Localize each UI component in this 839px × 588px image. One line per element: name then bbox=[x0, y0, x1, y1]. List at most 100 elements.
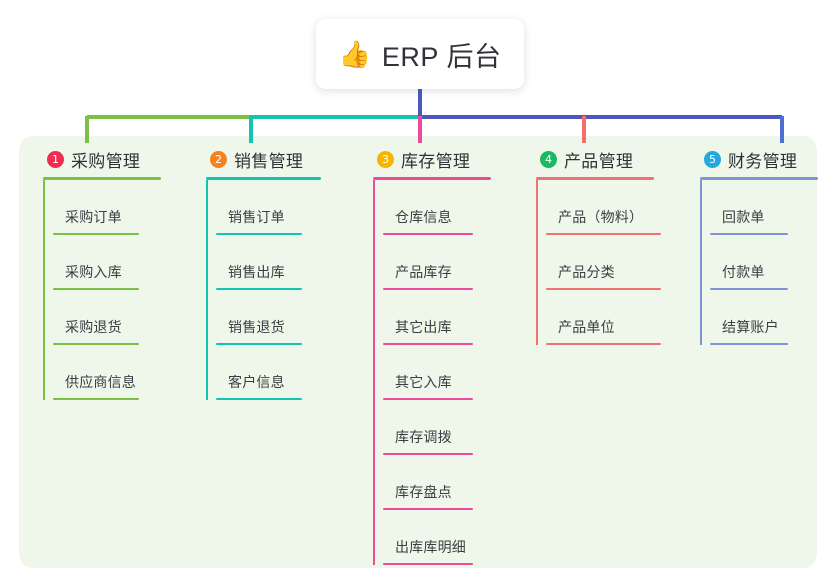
leaf-label: 结算账户 bbox=[722, 319, 779, 335]
leaf-list-1: 采购订单采购入库采购退货供应商信息 bbox=[43, 180, 161, 400]
leaf-label: 产品库存 bbox=[395, 264, 452, 280]
branch-underline-1 bbox=[43, 177, 161, 180]
root-title: ERP 后台 bbox=[381, 41, 502, 72]
leaf-underline bbox=[216, 398, 302, 400]
branch-underline-3 bbox=[373, 177, 491, 180]
leaf-label: 其它入库 bbox=[395, 374, 452, 390]
leaf-item[interactable]: 结算账户 bbox=[700, 290, 818, 345]
leaf-underline bbox=[710, 233, 788, 235]
leaf-item[interactable]: 销售退货 bbox=[206, 290, 321, 345]
leaf-label: 供应商信息 bbox=[65, 374, 136, 390]
leaf-item[interactable]: 付款单 bbox=[700, 235, 818, 290]
branch-column-5: 5 财务管理回款单付款单结算账户 bbox=[700, 146, 818, 345]
leaf-list-4: 产品（物料） 产品分类产品单位 bbox=[536, 180, 661, 345]
branch-badge-3: 3 bbox=[377, 150, 394, 168]
branch-badge-2: 2 bbox=[210, 150, 227, 168]
leaf-label: 销售退货 bbox=[228, 319, 285, 335]
leaf-item[interactable]: 库存盘点 bbox=[373, 455, 491, 510]
leaf-list-3: 仓库信息产品库存其它出库其它入库库存调拨库存盘点出库库明细 bbox=[373, 180, 491, 565]
leaf-stem-5 bbox=[700, 180, 702, 345]
leaf-underline bbox=[383, 288, 473, 290]
leaf-label: 客户信息 bbox=[228, 374, 285, 390]
branch-underline-4 bbox=[536, 177, 654, 180]
leaf-stem-2 bbox=[206, 180, 208, 400]
diagram-panel bbox=[19, 136, 817, 568]
branch-label-1: 采购管理 bbox=[71, 151, 141, 171]
leaf-item[interactable]: 产品（物料） bbox=[536, 180, 661, 235]
leaf-list-2: 销售订单销售出库销售退货客户信息 bbox=[206, 180, 321, 400]
branch-header-5[interactable]: 5 财务管理 bbox=[700, 146, 818, 172]
leaf-underline bbox=[546, 288, 661, 290]
branch-badge-4: 4 bbox=[540, 150, 557, 168]
leaf-item[interactable]: 销售订单 bbox=[206, 180, 321, 235]
leaf-item[interactable]: 出库库明细 bbox=[373, 510, 491, 565]
leaf-label: 采购退货 bbox=[65, 319, 122, 335]
branch-header-1[interactable]: 1 采购管理 bbox=[43, 146, 161, 172]
branch-header-2[interactable]: 2 销售管理 bbox=[206, 146, 321, 172]
leaf-label: 出库库明细 bbox=[395, 539, 466, 555]
leaf-underline bbox=[546, 233, 661, 235]
leaf-stem-3 bbox=[373, 180, 375, 565]
leaf-item[interactable]: 采购订单 bbox=[43, 180, 161, 235]
leaf-label: 销售出库 bbox=[228, 264, 285, 280]
leaf-item[interactable]: 产品分类 bbox=[536, 235, 661, 290]
leaf-label: 其它出库 bbox=[395, 319, 452, 335]
leaf-item[interactable]: 采购退货 bbox=[43, 290, 161, 345]
leaf-list-5: 回款单付款单结算账户 bbox=[700, 180, 818, 345]
branch-column-4: 4 产品管理产品（物料） 产品分类产品单位 bbox=[536, 146, 661, 345]
branch-label-2: 销售管理 bbox=[234, 151, 304, 171]
thumbs-up-icon: 👍 bbox=[338, 39, 371, 69]
branch-underline-5 bbox=[700, 177, 818, 180]
leaf-underline bbox=[216, 343, 302, 345]
leaf-item[interactable]: 客户信息 bbox=[206, 345, 321, 400]
branch-badge-1: 1 bbox=[47, 150, 64, 168]
leaf-underline bbox=[53, 343, 139, 345]
leaf-item[interactable]: 仓库信息 bbox=[373, 180, 491, 235]
leaf-underline bbox=[216, 288, 302, 290]
branch-label-5: 财务管理 bbox=[728, 151, 798, 171]
leaf-label: 产品分类 bbox=[558, 264, 615, 280]
leaf-underline bbox=[710, 343, 788, 345]
leaf-underline bbox=[710, 288, 788, 290]
branch-column-1: 1 采购管理采购订单采购入库采购退货供应商信息 bbox=[43, 146, 161, 400]
leaf-item[interactable]: 采购入库 bbox=[43, 235, 161, 290]
leaf-stem-1 bbox=[43, 180, 45, 400]
leaf-label: 付款单 bbox=[722, 264, 765, 280]
leaf-item[interactable]: 产品库存 bbox=[373, 235, 491, 290]
leaf-stem-4 bbox=[536, 180, 538, 345]
leaf-label: 仓库信息 bbox=[395, 209, 452, 225]
branch-header-4[interactable]: 4 产品管理 bbox=[536, 146, 654, 172]
leaf-underline bbox=[383, 343, 473, 345]
leaf-underline bbox=[383, 453, 473, 455]
leaf-label: 产品单位 bbox=[558, 319, 615, 335]
leaf-item[interactable]: 产品单位 bbox=[536, 290, 661, 345]
leaf-underline bbox=[383, 508, 473, 510]
leaf-label: 采购订单 bbox=[65, 209, 122, 225]
branch-label-4: 产品管理 bbox=[564, 151, 634, 171]
leaf-underline bbox=[383, 398, 473, 400]
leaf-item[interactable]: 库存调拨 bbox=[373, 400, 491, 455]
leaf-underline bbox=[53, 233, 139, 235]
leaf-underline bbox=[53, 288, 139, 290]
branch-column-2: 2 销售管理销售订单销售出库销售退货客户信息 bbox=[206, 146, 321, 400]
branch-underline-2 bbox=[206, 177, 321, 180]
leaf-label: 销售订单 bbox=[228, 209, 285, 225]
leaf-underline bbox=[53, 398, 139, 400]
leaf-item[interactable]: 回款单 bbox=[700, 180, 818, 235]
leaf-label: 库存盘点 bbox=[395, 484, 452, 500]
leaf-underline bbox=[216, 233, 302, 235]
leaf-label: 库存调拨 bbox=[395, 429, 452, 445]
leaf-item[interactable]: 供应商信息 bbox=[43, 345, 161, 400]
leaf-underline bbox=[546, 343, 661, 345]
leaf-underline bbox=[383, 563, 473, 565]
leaf-underline bbox=[383, 233, 473, 235]
leaf-item[interactable]: 其它出库 bbox=[373, 290, 491, 345]
branch-badge-5: 5 bbox=[704, 150, 721, 168]
leaf-label: 产品（物料） bbox=[558, 209, 644, 225]
leaf-item[interactable]: 其它入库 bbox=[373, 345, 491, 400]
leaf-item[interactable]: 销售出库 bbox=[206, 235, 321, 290]
root-node[interactable]: 👍 ERP 后台 bbox=[316, 19, 524, 89]
leaf-label: 采购入库 bbox=[65, 264, 122, 280]
